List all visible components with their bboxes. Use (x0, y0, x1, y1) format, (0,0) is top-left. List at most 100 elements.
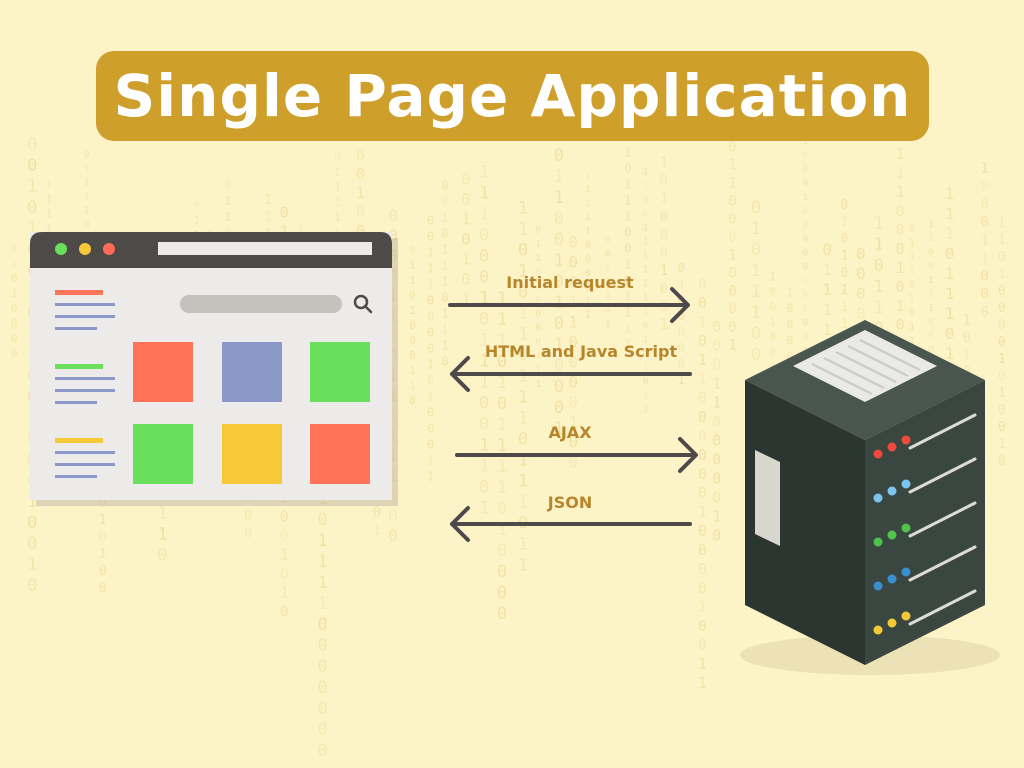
svg-text:1: 1 (802, 136, 808, 147)
arrow-label-json: JSON (547, 493, 592, 512)
svg-text:1: 1 (928, 219, 934, 230)
svg-text:0: 0 (388, 346, 398, 365)
svg-text:1: 1 (441, 242, 448, 256)
svg-text:1: 1 (461, 250, 471, 269)
svg-text:1: 1 (678, 373, 685, 387)
svg-text:0: 0 (461, 270, 471, 289)
svg-text:1: 1 (264, 210, 272, 225)
svg-text:1: 1 (388, 466, 398, 485)
svg-text:0: 0 (751, 198, 761, 218)
svg-text:1: 1 (441, 274, 448, 288)
svg-text:0: 0 (479, 225, 489, 245)
svg-text:0: 0 (409, 334, 416, 347)
svg-text:0: 0 (244, 507, 252, 523)
svg-text:1: 1 (518, 471, 528, 491)
tile-blue (222, 342, 282, 402)
svg-text:1: 1 (928, 289, 934, 300)
svg-text:0: 0 (388, 226, 398, 245)
svg-text:0: 0 (660, 281, 668, 297)
svg-text:0: 0 (388, 206, 398, 225)
svg-text:0: 0 (660, 209, 668, 225)
svg-text:1: 1 (728, 158, 736, 174)
svg-text:0: 0 (698, 484, 707, 502)
svg-text:1: 1 (409, 364, 416, 377)
svg-text:0: 0 (698, 408, 707, 426)
svg-text:1: 1 (585, 310, 591, 321)
svg-text:1: 1 (712, 508, 721, 526)
svg-text:1: 1 (945, 264, 955, 283)
svg-text:0: 0 (660, 245, 668, 261)
svg-text:1: 1 (554, 251, 564, 271)
svg-text:0: 0 (998, 420, 1006, 435)
svg-text:0: 0 (698, 465, 707, 483)
svg-text:0: 0 (497, 583, 507, 603)
svg-text:1: 1 (751, 303, 761, 323)
svg-text:1: 1 (660, 263, 668, 279)
svg-text:1: 1 (698, 655, 707, 673)
svg-text:1: 1 (535, 239, 541, 250)
arrow-initial-request (448, 287, 690, 323)
svg-text:0: 0 (856, 264, 866, 283)
svg-text:0: 0 (497, 562, 507, 582)
svg-text:0: 0 (896, 316, 905, 334)
svg-text:0: 0 (427, 341, 434, 355)
svg-text:1: 1 (479, 162, 489, 182)
svg-text:0: 0 (244, 525, 252, 541)
svg-text:0: 0 (84, 149, 90, 160)
svg-text:0: 0 (698, 294, 707, 312)
svg-text:1: 1 (409, 259, 416, 272)
svg-text:0: 0 (409, 394, 416, 407)
svg-text:0: 0 (712, 413, 721, 431)
svg-text:0: 0 (318, 510, 328, 530)
svg-text:0: 0 (427, 229, 434, 243)
svg-text:0: 0 (822, 240, 832, 259)
svg-text:1: 1 (874, 277, 884, 297)
svg-text:1: 1 (554, 419, 564, 439)
svg-text:1: 1 (998, 386, 1006, 401)
svg-text:1: 1 (497, 289, 507, 309)
svg-text:0: 0 (554, 272, 564, 292)
svg-text:1: 1 (318, 573, 328, 593)
svg-text:0: 0 (568, 253, 578, 272)
svg-text:0: 0 (712, 470, 721, 488)
svg-text:0: 0 (712, 451, 721, 469)
svg-text:0: 0 (802, 178, 808, 189)
tile-yellow (222, 424, 282, 484)
svg-text:1: 1 (896, 145, 905, 163)
svg-text:0: 0 (643, 195, 649, 206)
svg-text:0: 0 (856, 304, 866, 323)
svg-text:1: 1 (427, 453, 434, 467)
svg-text:1: 1 (427, 277, 434, 291)
svg-text:0: 0 (585, 240, 591, 251)
svg-text:1: 1 (896, 183, 905, 201)
svg-text:0: 0 (388, 246, 398, 265)
svg-text:0: 0 (497, 499, 507, 519)
svg-text:0: 0 (280, 526, 289, 544)
svg-text:0: 0 (751, 324, 761, 344)
svg-text:0: 0 (802, 290, 808, 301)
svg-text:0: 0 (712, 356, 721, 374)
svg-text:0: 0 (11, 332, 18, 345)
svg-text:0: 0 (786, 317, 793, 331)
window-dot-red (103, 243, 115, 255)
svg-text:0: 0 (356, 146, 365, 164)
svg-text:0: 0 (497, 604, 507, 624)
svg-text:0: 0 (535, 225, 541, 236)
svg-text:1: 1 (928, 275, 934, 286)
svg-text:1: 1 (585, 226, 591, 237)
svg-text:0: 0 (698, 579, 707, 597)
svg-text:1: 1 (963, 347, 971, 362)
svg-text:0: 0 (518, 345, 528, 365)
svg-text:1: 1 (518, 219, 528, 239)
svg-text:1: 1 (409, 379, 416, 392)
svg-text:1: 1 (518, 261, 528, 281)
svg-text:0: 0 (554, 230, 564, 250)
svg-text:0: 0 (27, 513, 37, 533)
svg-text:0: 0 (998, 284, 1006, 299)
svg-text:1: 1 (479, 372, 489, 392)
server-leds-yellow (873, 611, 911, 635)
svg-text:1: 1 (497, 457, 507, 477)
svg-text:0: 0 (585, 268, 591, 279)
svg-text:1: 1 (568, 293, 578, 312)
